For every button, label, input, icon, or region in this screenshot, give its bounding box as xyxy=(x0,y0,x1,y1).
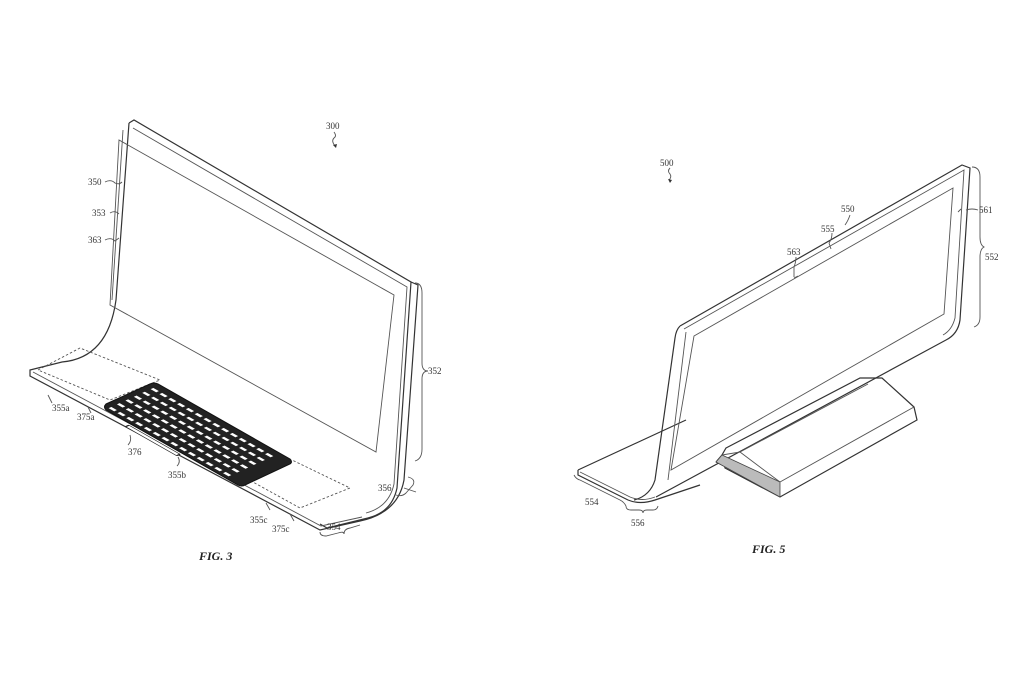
figure-caption-fig3: FIG. 3 xyxy=(198,549,232,563)
keyboard xyxy=(104,382,292,487)
fig5-curved-display-device-rear: 500 550 555 563 561 552 554 556 FIG. 5 xyxy=(573,158,999,556)
label-555: 555 xyxy=(821,224,835,234)
label-350: 350 xyxy=(88,177,102,187)
label-375a: 375a xyxy=(77,412,95,422)
label-563: 563 xyxy=(787,247,801,257)
fig3-curved-display-device: 300 350 353 363 352 356 355a 375a 376 35… xyxy=(29,119,442,563)
label-355b: 355b xyxy=(168,470,187,480)
label-355c: 355c xyxy=(250,515,268,525)
label-352: 352 xyxy=(428,366,442,376)
label-355a: 355a xyxy=(52,403,70,413)
label-375c: 375c xyxy=(272,524,290,534)
ref-300: 300 xyxy=(326,121,340,131)
label-354: 354 xyxy=(327,522,341,532)
figure-caption-fig5: FIG. 5 xyxy=(751,542,785,556)
label-552: 552 xyxy=(985,252,999,262)
label-363: 363 xyxy=(88,235,102,245)
label-556: 556 xyxy=(631,518,645,528)
label-554: 554 xyxy=(585,497,599,507)
label-353: 353 xyxy=(92,208,106,218)
label-376: 376 xyxy=(128,447,142,457)
stand xyxy=(715,377,918,498)
label-561: 561 xyxy=(979,205,993,215)
label-356: 356 xyxy=(378,483,392,493)
ref-500: 500 xyxy=(660,158,674,168)
label-550: 550 xyxy=(841,204,855,214)
